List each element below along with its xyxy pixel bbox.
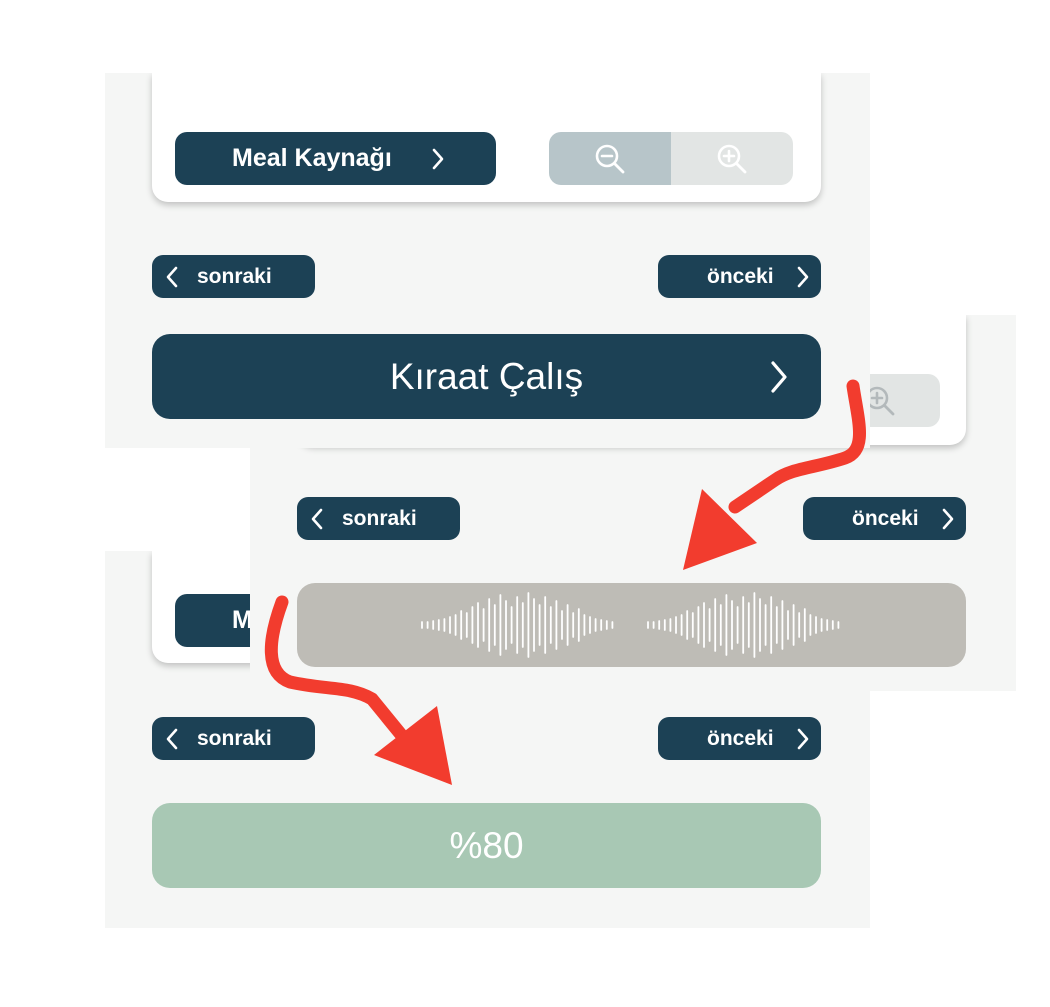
sonraki-button[interactable]: sonraki: [152, 255, 315, 298]
zoom-in-icon: [717, 144, 747, 173]
panel-main: Meal Kaynağı sonraki önceki Kıraat Çalış: [105, 73, 870, 448]
recording-waveform-bar[interactable]: [297, 583, 966, 667]
chevron-left-icon: [311, 508, 323, 529]
score-bar: %80: [152, 803, 821, 888]
chevron-right-icon: [942, 508, 954, 529]
chevron-right-icon: [771, 361, 787, 393]
chevron-right-icon: [797, 728, 809, 749]
kiraat-calis-label: Kıraat Çalış: [389, 355, 584, 397]
meal-source-button[interactable]: Meal Kaynağı: [175, 132, 496, 185]
onceki-button[interactable]: önceki: [658, 255, 821, 298]
onceki-label: önceki: [707, 264, 774, 288]
chevron-left-icon: [166, 266, 178, 287]
onceki-label: önceki: [852, 506, 919, 530]
card-header: Meal Kaynağı: [152, 73, 821, 202]
meal-source-label: M: [232, 606, 253, 634]
sonraki-label: sonraki: [197, 726, 272, 750]
sonraki-button[interactable]: sonraki: [297, 497, 460, 540]
sonraki-button[interactable]: sonraki: [152, 717, 315, 760]
chevron-left-icon: [166, 728, 178, 749]
score-label: %80: [449, 824, 524, 866]
sonraki-label: sonraki: [197, 264, 272, 288]
zoom-out-icon: [595, 144, 625, 173]
chevron-right-icon: [797, 266, 809, 287]
meal-source-label: Meal Kaynağı: [232, 144, 392, 172]
sonraki-label: sonraki: [342, 506, 417, 530]
zoom-control: [549, 132, 793, 185]
audio-waveform-icon: [420, 592, 839, 658]
zoom-out-button[interactable]: [549, 132, 671, 185]
zoom-in-button[interactable]: [671, 132, 793, 185]
onceki-label: önceki: [707, 726, 774, 750]
chevron-right-icon: [432, 148, 444, 170]
kiraat-calis-button[interactable]: Kıraat Çalış: [152, 334, 821, 419]
onceki-button[interactable]: önceki: [658, 717, 821, 760]
onceki-button[interactable]: önceki: [803, 497, 966, 540]
